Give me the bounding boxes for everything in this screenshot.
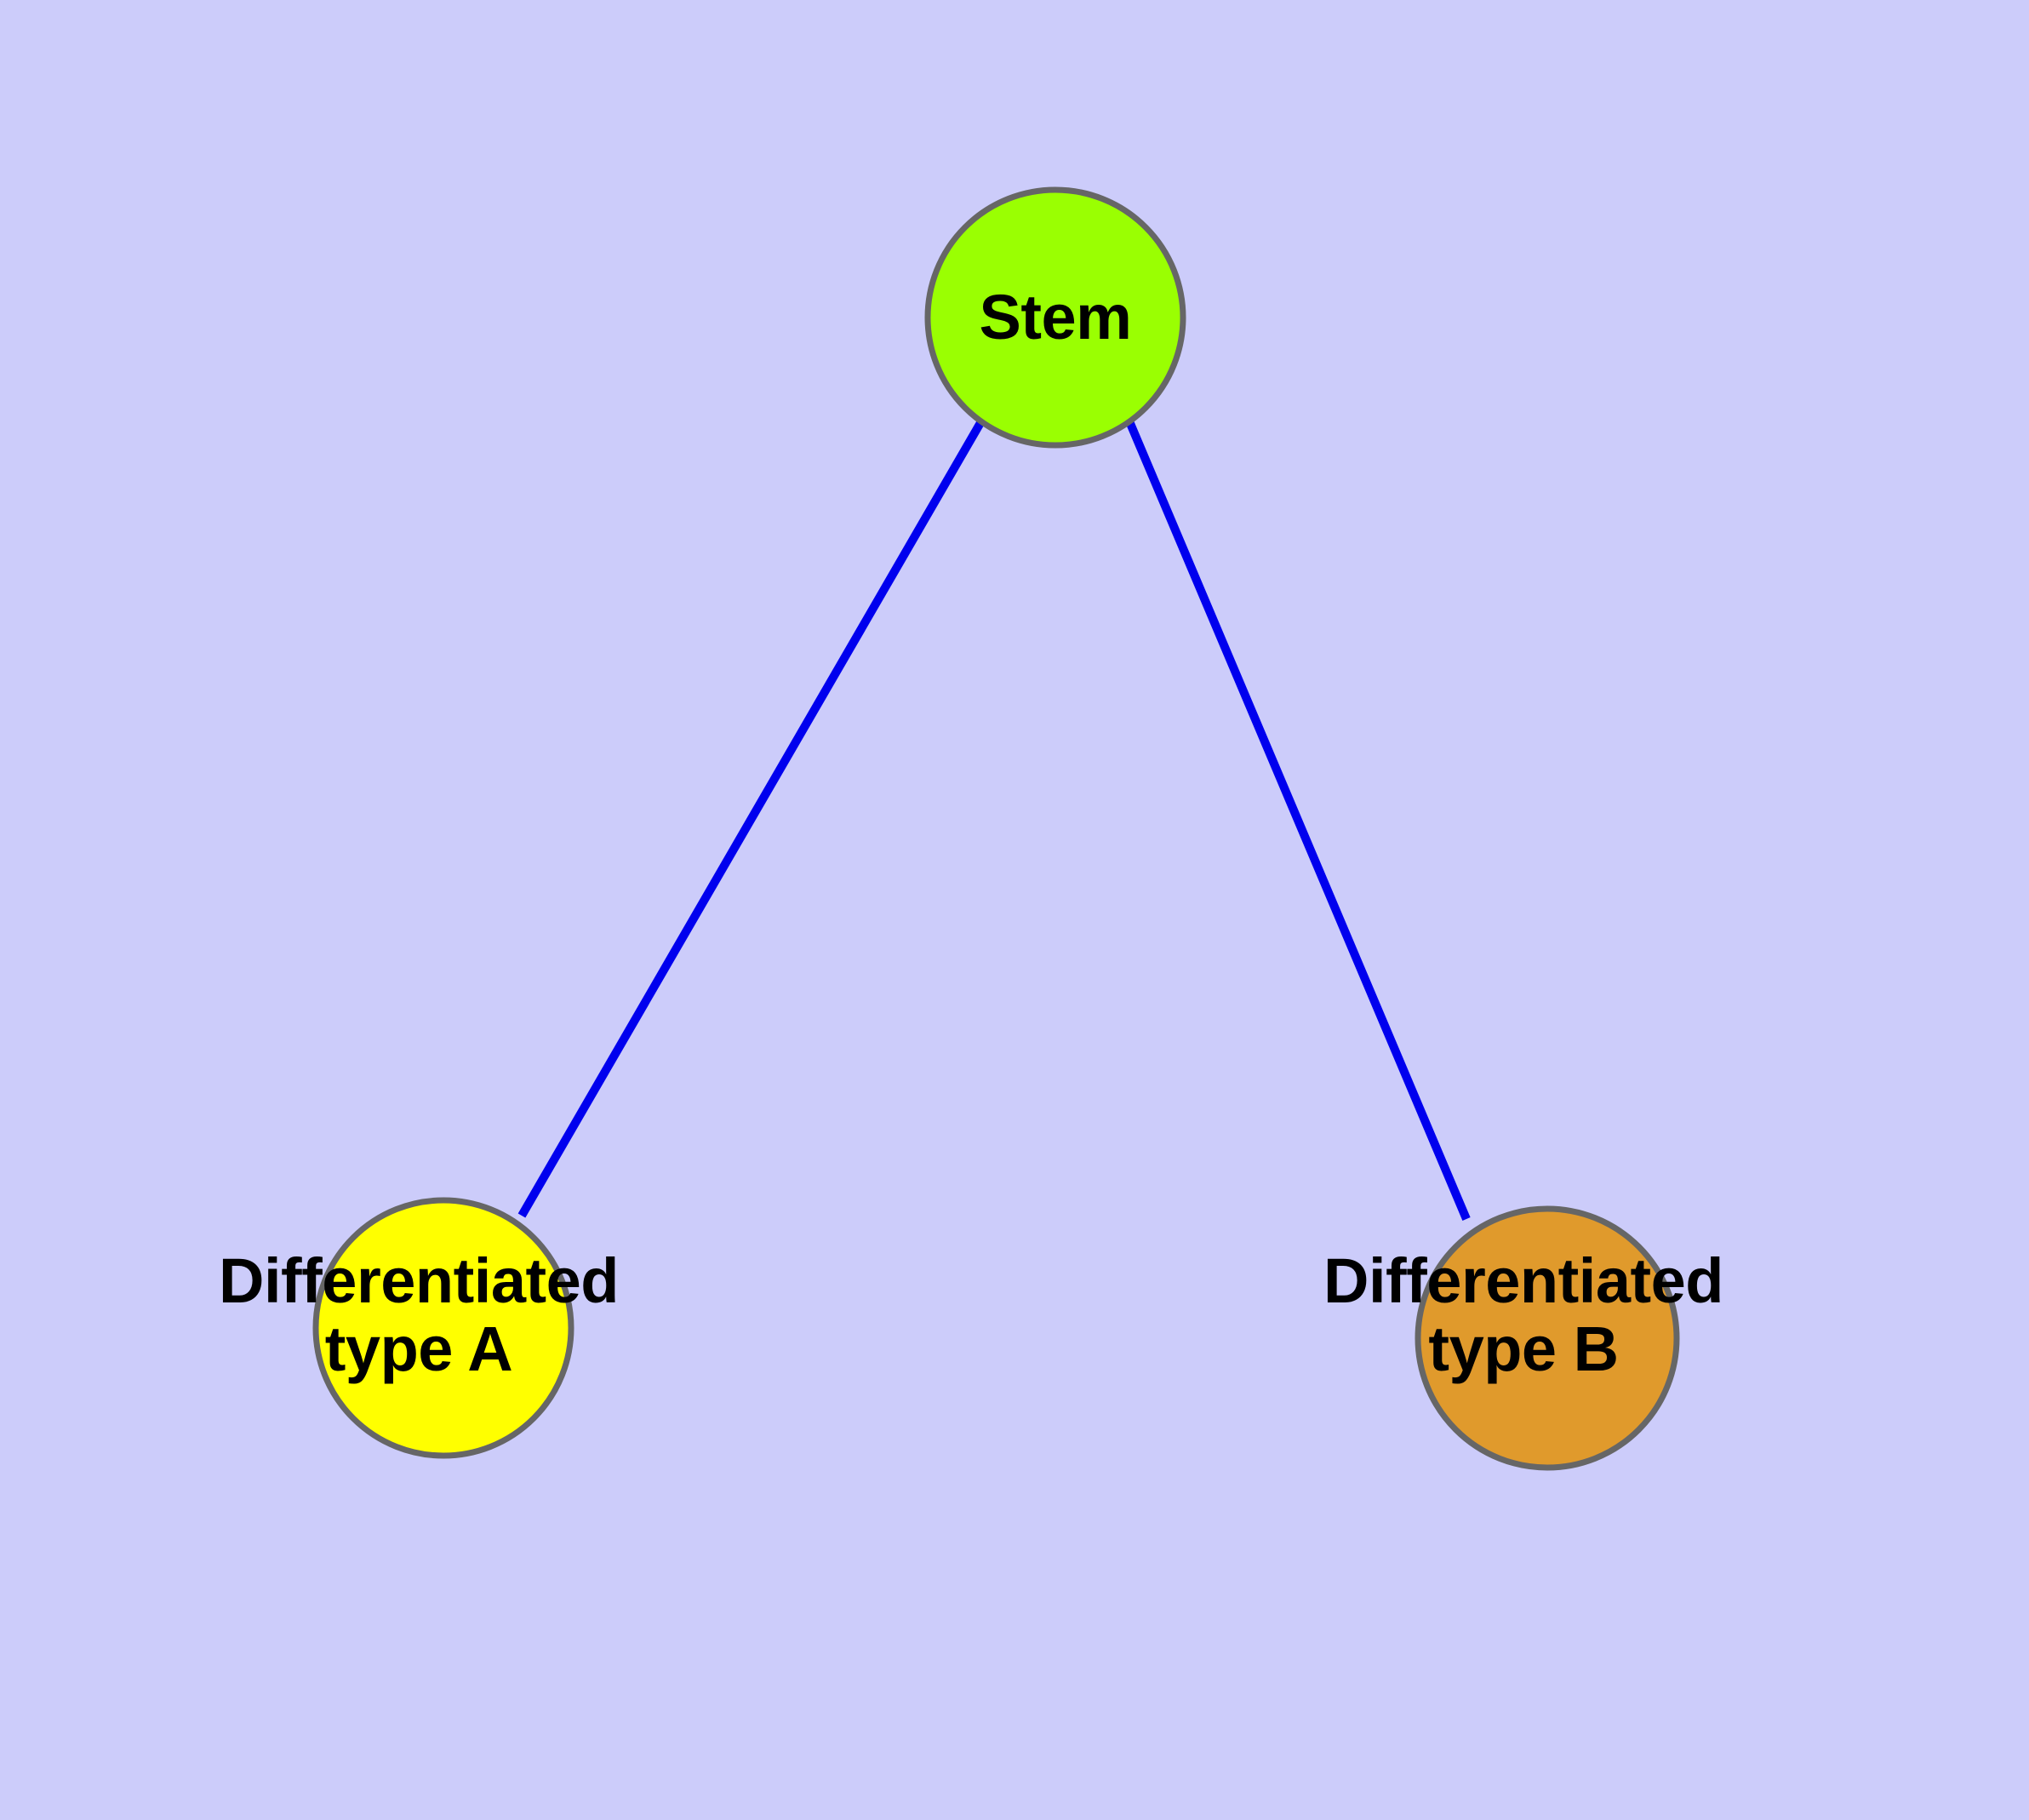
node-layer	[312, 186, 1680, 1471]
graph-node-diff-a[interactable]	[312, 1197, 574, 1459]
graph-node-diff-b[interactable]	[1415, 1205, 1680, 1471]
edge-layer	[517, 419, 1471, 1221]
graph-edge-stem-to-diff-a[interactable]	[517, 419, 986, 1218]
graph-edge-stem-to-diff-b[interactable]	[1125, 420, 1471, 1221]
graph-node-stem[interactable]	[924, 186, 1186, 449]
